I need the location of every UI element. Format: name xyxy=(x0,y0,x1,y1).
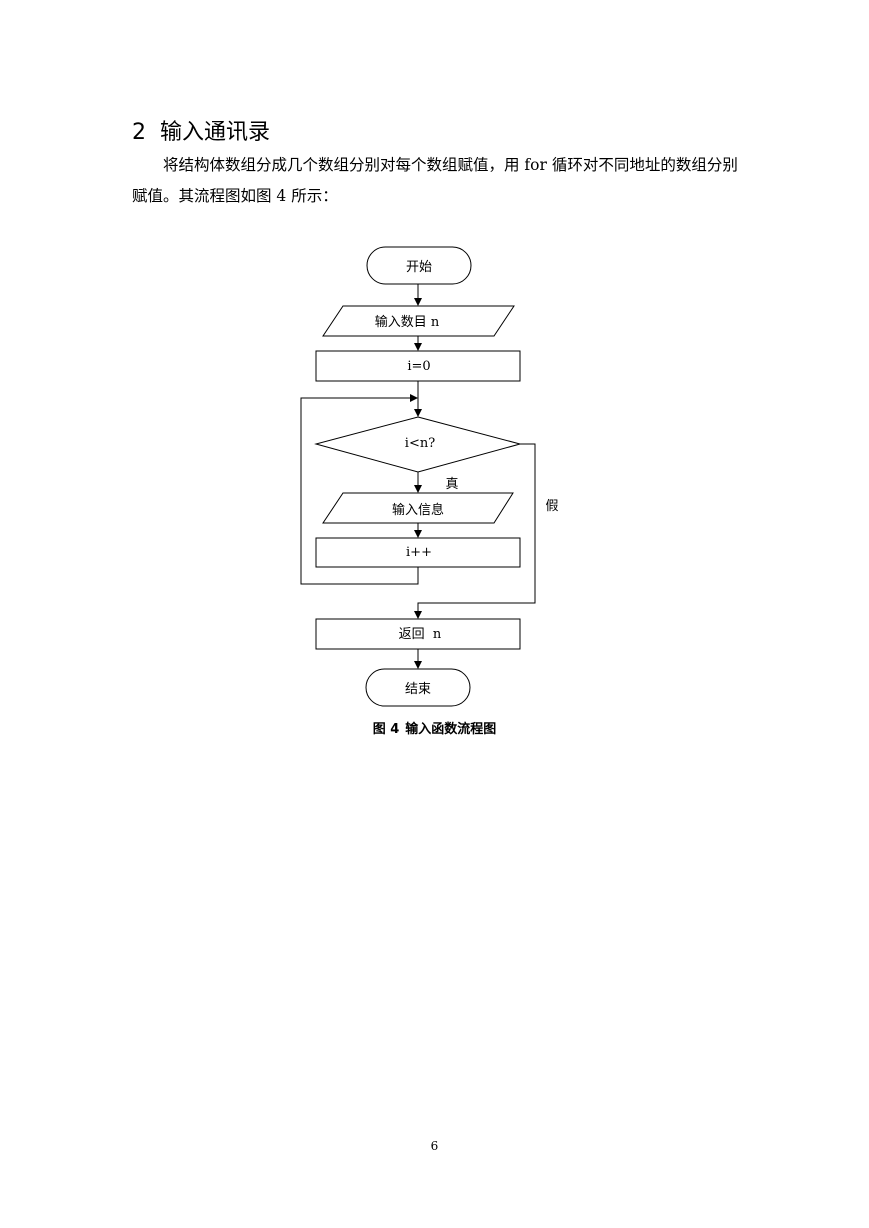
flowchart-diagram: 开始 输入数目 n i=0 i<n? 真 假 输入信息 i++ 返回 n 结束 xyxy=(300,246,559,707)
paragraph-line-1: 将结构体数组分成几个数组分别对每个数组赋值，用 for 循环对不同地址的 xyxy=(163,156,676,174)
end-label: 结束 xyxy=(405,682,431,697)
condition-label: i<n? xyxy=(405,436,435,451)
page-number: 6 xyxy=(430,1139,439,1153)
false-branch-connector xyxy=(414,443,536,619)
section-number: 2 xyxy=(132,120,146,145)
figure-caption-text: 输入函数流程图 xyxy=(405,722,497,737)
figure-number: 图 4 xyxy=(372,722,400,737)
input-n-parallelogram xyxy=(322,305,515,337)
input-info-label: 输入信息 xyxy=(392,502,444,518)
init-label: i=0 xyxy=(407,359,430,374)
input-n-label: 输入数目 n xyxy=(375,314,440,330)
end-terminator xyxy=(365,668,471,707)
return-label: 返回 n xyxy=(399,627,442,642)
figure-caption: 图 4 输入函数流程图 xyxy=(0,718,869,737)
start-terminator xyxy=(366,246,472,285)
body-paragraph: 将结构体数组分成几个数组分别对每个数组赋值，用 for 循环对不同地址的数组分别… xyxy=(132,150,742,212)
false-branch-label: 假 xyxy=(545,499,558,514)
true-branch-label: 真 xyxy=(445,477,458,492)
increment-label: i++ xyxy=(406,545,432,560)
section-title: 输入通讯录 xyxy=(160,120,271,145)
input-info-parallelogram xyxy=(322,492,514,524)
start-label: 开始 xyxy=(406,260,432,275)
paragraph-line-2: 数组分别赋值。其流程图如图 4 所示： xyxy=(132,156,738,205)
section-heading: 2 输入通讯录 xyxy=(132,114,270,146)
loop-back-connector xyxy=(300,394,419,585)
